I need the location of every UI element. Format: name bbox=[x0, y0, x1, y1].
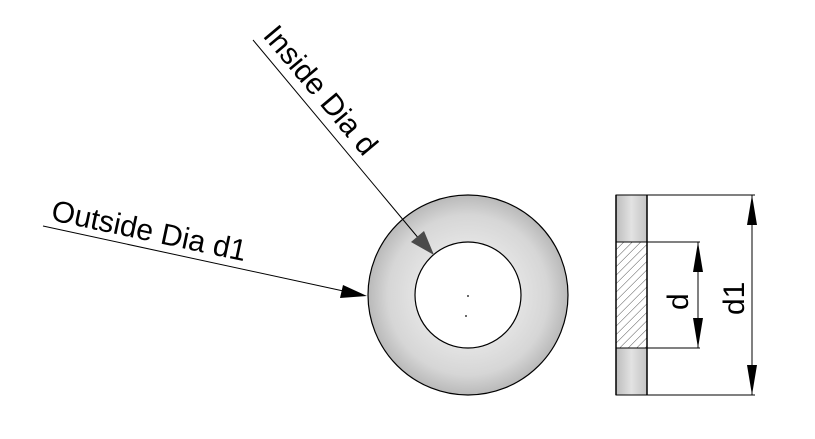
dim-d-label: d bbox=[662, 293, 695, 310]
side-top-solid bbox=[615, 194, 648, 243]
center-mark bbox=[467, 295, 469, 297]
washer-front-view bbox=[367, 194, 569, 396]
arrow-down-icon bbox=[693, 318, 703, 348]
arrow-up-icon bbox=[693, 242, 703, 272]
inside-dia-label: Inside Dia d bbox=[257, 19, 384, 162]
outside-dia-label: Outside Dia d1 bbox=[49, 195, 250, 269]
arrow-up-icon bbox=[747, 195, 757, 225]
inner-hole bbox=[414, 241, 522, 349]
arrow-head-icon bbox=[411, 231, 434, 255]
arrow-down-icon bbox=[747, 365, 757, 395]
center-mark-2 bbox=[465, 315, 467, 317]
outside-dia-leader: Outside Dia d1 bbox=[42, 195, 367, 298]
dim-d1-label: d1 bbox=[718, 282, 751, 315]
side-hatched-section bbox=[615, 241, 648, 349]
dimension-d: d bbox=[662, 242, 703, 348]
dimension-d1: d1 bbox=[718, 195, 757, 395]
arrow-head-icon bbox=[340, 285, 367, 298]
side-bottom-solid bbox=[615, 347, 648, 396]
washer-side-view: d d1 bbox=[615, 194, 757, 396]
